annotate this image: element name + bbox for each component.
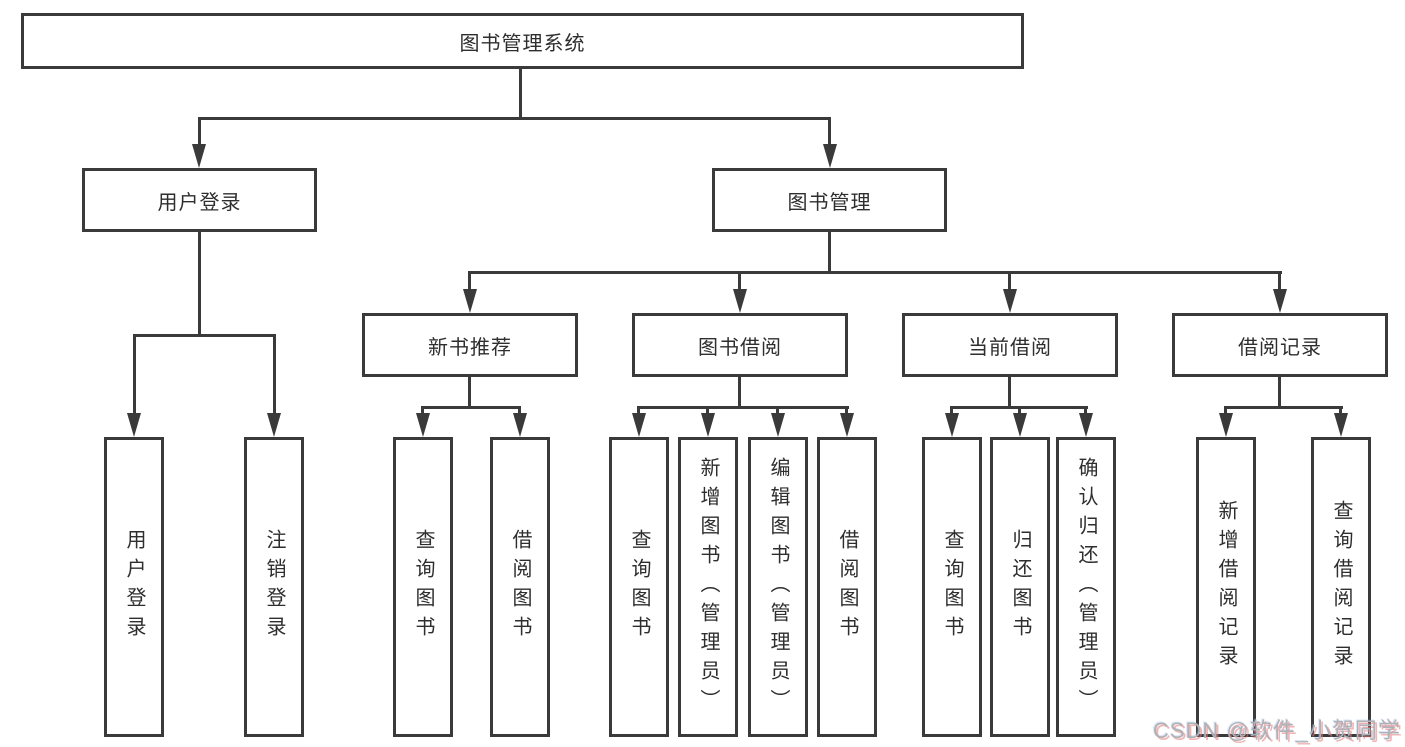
connector-line — [1278, 377, 1281, 408]
arrow-down-icon — [463, 289, 477, 313]
connector-line — [776, 406, 779, 414]
leaf-label: 归还图书 — [1009, 529, 1031, 645]
node-book-management: 图书管理 — [712, 168, 947, 232]
node-current-borrow: 当前借阅 — [902, 313, 1118, 377]
csdn-watermark: CSDN @软件_小贺同学 — [1152, 718, 1401, 743]
node-root: 图书管理系统 — [21, 13, 1024, 69]
leaf-user-login: 用户登录 — [104, 437, 164, 737]
arrow-down-icon — [771, 413, 785, 437]
connector-line — [845, 406, 848, 414]
arrow-down-icon — [192, 144, 206, 168]
leaf-label: 新增图书（管理员） — [697, 456, 719, 718]
connector-line — [706, 406, 709, 414]
leaf-add-books-admin: 新增图书（管理员） — [678, 437, 738, 737]
connector-line — [519, 69, 522, 118]
connector-line — [468, 271, 1282, 274]
arrow-down-icon — [840, 413, 854, 437]
connector-line — [828, 117, 831, 145]
connector-line — [637, 406, 849, 409]
leaf-label: 确认归还（管理员） — [1075, 456, 1097, 718]
leaf-logout: 注销登录 — [244, 437, 304, 737]
arrow-down-icon — [1219, 413, 1233, 437]
leaf-confirm-return-admin: 确认归还（管理员） — [1056, 437, 1116, 737]
connector-line — [738, 271, 741, 290]
connector-line — [133, 334, 276, 337]
leaf-label: 用户登录 — [123, 529, 145, 645]
connector-line — [738, 377, 741, 408]
connector-line — [1008, 377, 1011, 408]
leaf-label: 查询图书 — [628, 529, 650, 645]
arrow-down-icon — [733, 289, 747, 313]
arrow-down-icon — [267, 413, 281, 437]
node-book-borrow: 图书借阅 — [632, 313, 848, 377]
connector-line — [133, 334, 136, 414]
connector-line — [518, 406, 521, 414]
leaf-edit-books-admin: 编辑图书（管理员） — [748, 437, 808, 737]
connector-line — [1008, 271, 1011, 290]
leaf-label: 借阅图书 — [836, 529, 858, 645]
node-new-book-recommend: 新书推荐 — [362, 313, 578, 377]
leaf-query-books-borrow: 查询图书 — [609, 437, 669, 737]
arrow-down-icon — [1079, 413, 1093, 437]
node-borrow-record: 借阅记录 — [1172, 313, 1388, 377]
connector-line — [1224, 406, 1227, 414]
connector-line — [1278, 271, 1281, 290]
leaf-label: 查询图书 — [941, 529, 963, 645]
arrow-down-icon — [1013, 413, 1027, 437]
leaf-label: 注销登录 — [263, 529, 285, 645]
connector-line — [1018, 406, 1021, 414]
connector-line — [1084, 406, 1087, 414]
arrow-down-icon — [513, 413, 527, 437]
leaf-label: 借阅图书 — [509, 529, 531, 645]
arrow-down-icon — [945, 413, 959, 437]
connector-line — [198, 117, 831, 120]
arrow-down-icon — [416, 413, 430, 437]
leaf-query-books-recommend: 查询图书 — [393, 437, 453, 737]
connector-line — [198, 117, 201, 145]
connector-line — [468, 271, 471, 290]
leaf-label: 查询借阅记录 — [1330, 500, 1352, 674]
connector-line — [950, 406, 953, 414]
leaf-label: 查询图书 — [412, 529, 434, 645]
arrow-down-icon — [632, 413, 646, 437]
node-user-login: 用户登录 — [82, 168, 317, 232]
arrow-down-icon — [1273, 289, 1287, 313]
leaf-label: 新增借阅记录 — [1215, 500, 1237, 674]
arrow-down-icon — [1003, 289, 1017, 313]
arrow-down-icon — [823, 144, 837, 168]
leaf-query-borrow-record: 查询借阅记录 — [1311, 437, 1371, 737]
connector-line — [273, 334, 276, 414]
leaf-borrow-books-recommend: 借阅图书 — [490, 437, 550, 737]
arrow-down-icon — [127, 413, 141, 437]
connector-line — [468, 377, 471, 408]
connector-line — [828, 232, 831, 273]
leaf-add-borrow-record: 新增借阅记录 — [1196, 437, 1256, 737]
arrow-down-icon — [701, 413, 715, 437]
leaf-return-books: 归还图书 — [990, 437, 1050, 737]
connector-line — [198, 232, 201, 335]
connector-line — [637, 406, 640, 414]
leaf-borrow-books: 借阅图书 — [817, 437, 877, 737]
connector-line — [1339, 406, 1342, 414]
leaf-query-books-current: 查询图书 — [922, 437, 982, 737]
arrow-down-icon — [1334, 413, 1348, 437]
connector-line — [421, 406, 424, 414]
leaf-label: 编辑图书（管理员） — [767, 456, 789, 718]
connector-line — [1224, 406, 1343, 409]
connector-line — [421, 406, 521, 409]
